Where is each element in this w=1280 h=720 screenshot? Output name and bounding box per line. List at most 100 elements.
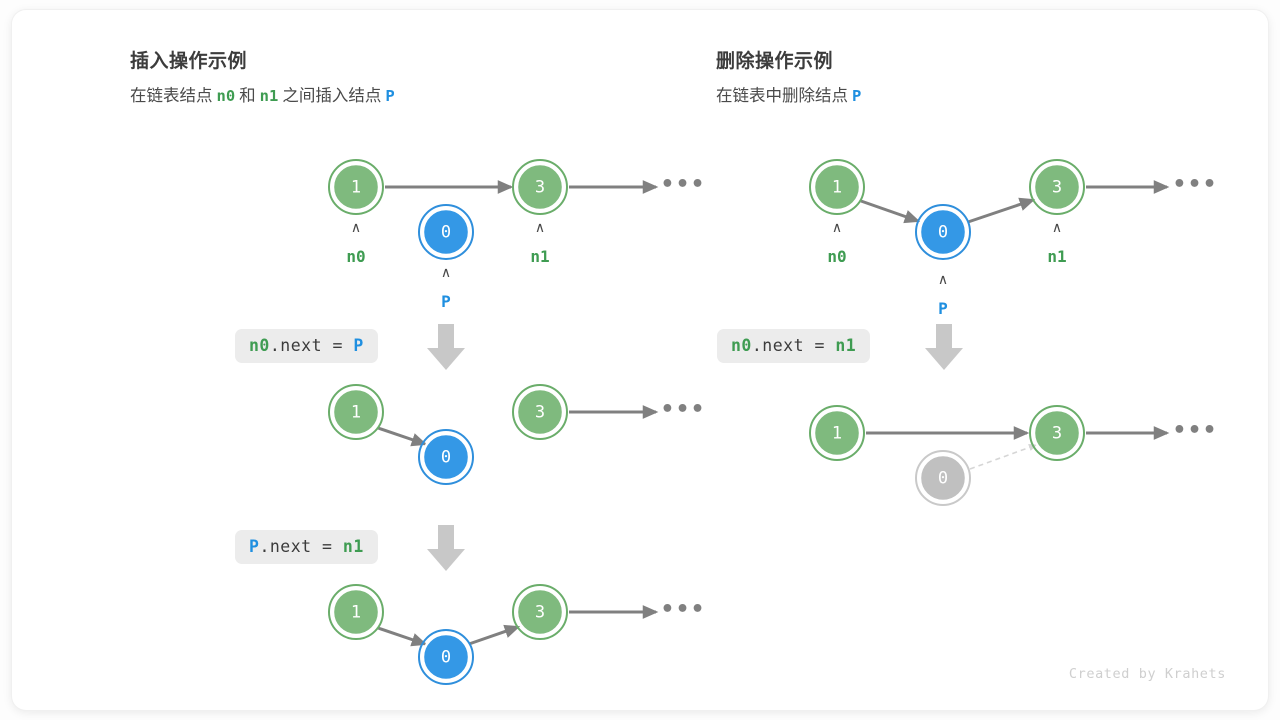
node-1-value: 1 bbox=[832, 424, 842, 444]
node-3-value: 3 bbox=[535, 603, 545, 623]
node-3-disc bbox=[515, 587, 565, 637]
node-1-outer-ring bbox=[328, 159, 384, 215]
node-3[interactable]: 3 bbox=[512, 159, 568, 215]
pointer-n0-label: n0 bbox=[346, 247, 365, 266]
step-insert-step-0: 103•••∧n0∧n1∧P bbox=[328, 159, 705, 311]
code-chip-n0-next-n1-token-0: n0 bbox=[731, 336, 752, 355]
node-1-value: 1 bbox=[351, 178, 361, 198]
pointer-n1-label: n1 bbox=[1047, 247, 1066, 266]
node-3[interactable]: 3 bbox=[512, 584, 568, 640]
node-3[interactable]: 3 bbox=[1029, 159, 1085, 215]
node-3-outer-ring bbox=[1029, 405, 1085, 461]
node-0-deleted-disc bbox=[918, 453, 968, 503]
node-0-disc bbox=[421, 632, 471, 682]
code-chip-n0-next-p-token-2: P bbox=[353, 336, 364, 355]
pointer-p-label: P bbox=[938, 299, 948, 318]
subtitle-text-3: 之间插入结点 bbox=[282, 87, 382, 105]
node-0-outer-ring bbox=[418, 204, 474, 260]
node-0-deleted-outer-ring bbox=[915, 450, 971, 506]
node-0-disc bbox=[421, 207, 471, 257]
node-3-outer-ring bbox=[1029, 159, 1085, 215]
node-1-disc bbox=[331, 587, 381, 637]
arrow-1-to-0 bbox=[377, 626, 428, 647]
step-down-arrow-1-head bbox=[925, 348, 963, 370]
node-0-outer-ring bbox=[418, 629, 474, 685]
step-down-arrow-2 bbox=[427, 525, 465, 571]
step-down-arrow-1-stem bbox=[936, 324, 952, 349]
code-chip-n0-next-p-token-1: .next = bbox=[269, 336, 354, 355]
arrow-1-to-0 bbox=[860, 199, 921, 224]
pointer-n0-label: n0 bbox=[827, 247, 846, 266]
credit-text: Created by Krahets bbox=[1068, 666, 1226, 682]
pointer-n0-caret-icon: ∧ bbox=[832, 220, 842, 236]
step-down-arrow-1 bbox=[925, 324, 963, 370]
node-1-outer-ring bbox=[809, 159, 865, 215]
node-1-outer-ring bbox=[328, 584, 384, 640]
node-3-value: 3 bbox=[1052, 424, 1062, 444]
node-0-deleted[interactable]: 0 bbox=[915, 450, 971, 506]
node-3-outer-ring bbox=[512, 584, 568, 640]
subtitle-text-1: 在链表结点 bbox=[130, 87, 213, 105]
node-0-outer-ring bbox=[418, 429, 474, 485]
pointer-n1-label: n1 bbox=[530, 247, 549, 266]
code-chip-n0-next-n1-token-1: .next = bbox=[751, 336, 836, 355]
node-0[interactable]: 0 bbox=[418, 429, 474, 485]
ellipsis-tail: ••• bbox=[660, 172, 705, 197]
arrow-0-to-3 bbox=[967, 197, 1036, 224]
step-insert-step-2: 1 0 3 ••• bbox=[328, 584, 705, 685]
arrow-1-to-0 bbox=[377, 426, 428, 447]
node-3[interactable]: 3 bbox=[1029, 405, 1085, 461]
node-1-value: 1 bbox=[832, 178, 842, 198]
node-3-value: 3 bbox=[535, 403, 545, 423]
node-1-outer-ring bbox=[809, 405, 865, 461]
node-1[interactable]: 1 bbox=[328, 159, 384, 215]
code-chip-p-next-n1-token-0: P bbox=[249, 537, 260, 556]
step-down-arrow-1-stem bbox=[438, 324, 454, 349]
node-3-outer-ring bbox=[512, 159, 568, 215]
node-3-outer-ring bbox=[512, 384, 568, 440]
code-chip-n0-next-p-token-0: n0 bbox=[249, 336, 270, 355]
node-0[interactable]: 0 bbox=[418, 204, 474, 260]
node-0-deleted-value: 0 bbox=[938, 469, 948, 489]
panel-delete-title: 删除操作示例 bbox=[716, 51, 834, 72]
node-1[interactable]: 1 bbox=[809, 159, 865, 215]
subtitle-text-2: 和 bbox=[239, 87, 256, 105]
node-3-value: 3 bbox=[535, 178, 545, 198]
node-0-value: 0 bbox=[938, 223, 948, 243]
node-3-disc bbox=[515, 387, 565, 437]
node-3[interactable]: 3 bbox=[512, 384, 568, 440]
node-0-disc bbox=[421, 432, 471, 482]
ellipsis-tail: ••• bbox=[1172, 418, 1217, 443]
step-down-arrow-1 bbox=[427, 324, 465, 370]
arrow-0-to-3-dashed bbox=[969, 443, 1038, 470]
code-chip-p-next-n1-token-1: .next = bbox=[259, 537, 343, 556]
pointer-n1-caret-icon: ∧ bbox=[1052, 220, 1062, 236]
node-1-value: 1 bbox=[351, 403, 361, 423]
code-chip-n0-next-n1-token-2: n1 bbox=[835, 336, 857, 355]
pointer-n1-caret-icon: ∧ bbox=[535, 220, 545, 236]
node-1[interactable]: 1 bbox=[328, 584, 384, 640]
node-1[interactable]: 1 bbox=[328, 384, 384, 440]
pointer-n0-caret-icon: ∧ bbox=[351, 220, 361, 236]
ellipsis-tail: ••• bbox=[660, 597, 705, 622]
pointer-p-label: P bbox=[441, 292, 451, 311]
subtitle-mono-n0: n0 bbox=[216, 87, 236, 105]
node-0[interactable]: 0 bbox=[915, 204, 971, 260]
node-1-disc bbox=[331, 162, 381, 212]
node-0-value: 0 bbox=[441, 448, 451, 468]
ellipsis-tail: ••• bbox=[1172, 172, 1217, 197]
node-3-disc bbox=[1032, 162, 1082, 212]
node-0-value: 0 bbox=[441, 223, 451, 243]
step-down-arrow-1-head bbox=[427, 348, 465, 370]
node-1-outer-ring bbox=[328, 384, 384, 440]
node-1[interactable]: 1 bbox=[809, 405, 865, 461]
node-0[interactable]: 0 bbox=[418, 629, 474, 685]
node-1-value: 1 bbox=[351, 603, 361, 623]
